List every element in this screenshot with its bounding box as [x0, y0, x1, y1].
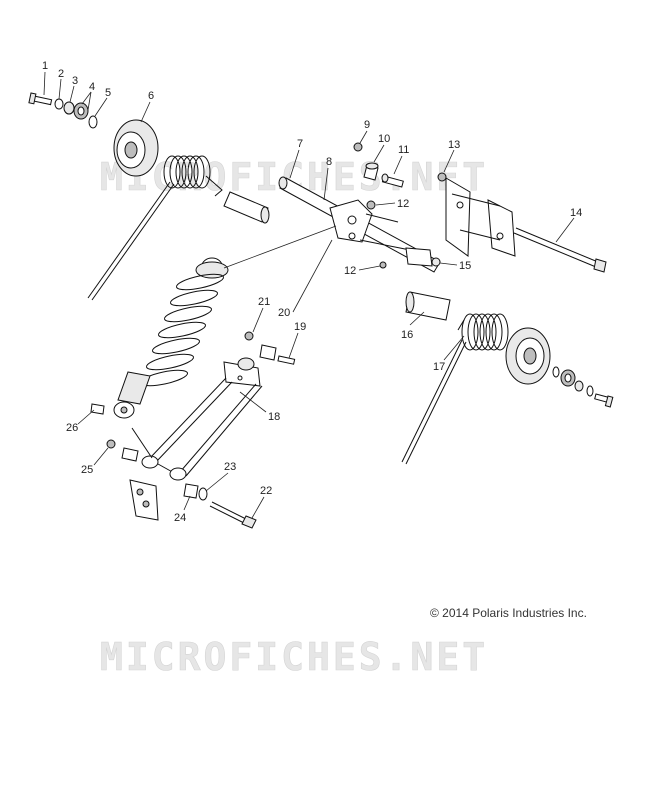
- part-label-20: 20: [278, 307, 290, 319]
- part-label-26: 26: [66, 422, 78, 434]
- part-label-12-bottom: 12: [344, 265, 356, 277]
- left-wheel-assembly: [28, 92, 270, 301]
- part-label-7: 7: [297, 138, 303, 150]
- part-label-10: 10: [378, 133, 390, 145]
- part-label-8: 8: [326, 156, 332, 168]
- part-label-14: 14: [570, 207, 582, 219]
- bushing-21: [259, 344, 277, 361]
- right-wheel-assembly: [401, 291, 614, 465]
- leader-lines: [43, 71, 575, 519]
- part-label-9: 9: [364, 119, 370, 131]
- bolt-22: [211, 501, 249, 521]
- part-label-12-top: 12: [397, 198, 409, 210]
- part-label-1: 1: [42, 60, 48, 72]
- watermark-top: MICROFICHES.NET: [100, 155, 488, 199]
- bushing-24: [183, 483, 199, 499]
- part-label-6: 6: [148, 90, 154, 102]
- bolt-set-9-11: [353, 142, 404, 188]
- frame-fragment: [129, 479, 159, 521]
- part-label-24: 24: [174, 512, 186, 524]
- bolt-19: [277, 355, 296, 365]
- part-label-23: 23: [224, 461, 236, 473]
- part-label-21: 21: [258, 296, 270, 308]
- part-label-11: 11: [398, 144, 409, 156]
- copyright-notice: © 2014 Polaris Industries Inc.: [430, 606, 587, 620]
- part-label-22: 22: [260, 485, 272, 497]
- part-label-15: 15: [459, 260, 471, 272]
- nut-12-bottom: [379, 261, 387, 269]
- bushing-mid: [121, 447, 139, 462]
- part-label-13: 13: [448, 139, 460, 151]
- part-label-16: 16: [401, 329, 413, 341]
- nut-12-top: [366, 200, 376, 210]
- shock-absorber: [113, 257, 229, 419]
- watermark-bottom: MICROFICHES.NET: [100, 635, 488, 679]
- part-label-25: 25: [81, 464, 93, 476]
- lower-arm-assembly: [131, 357, 263, 481]
- part-label-17: 17: [433, 361, 445, 373]
- part-label-4: 4: [89, 81, 95, 93]
- bushing-26: [90, 403, 105, 415]
- nut-25: [106, 439, 116, 449]
- part-label-2: 2: [58, 68, 64, 80]
- right-bracket-assembly: [437, 172, 607, 273]
- center-axle-assembly: [278, 176, 441, 273]
- part-label-5: 5: [105, 87, 111, 99]
- part-label-18: 18: [268, 411, 280, 423]
- nut-21: [244, 331, 254, 341]
- washer-23: [198, 487, 208, 501]
- part-label-3: 3: [72, 75, 78, 87]
- nut-15: [431, 257, 441, 267]
- part-label-19: 19: [294, 321, 306, 333]
